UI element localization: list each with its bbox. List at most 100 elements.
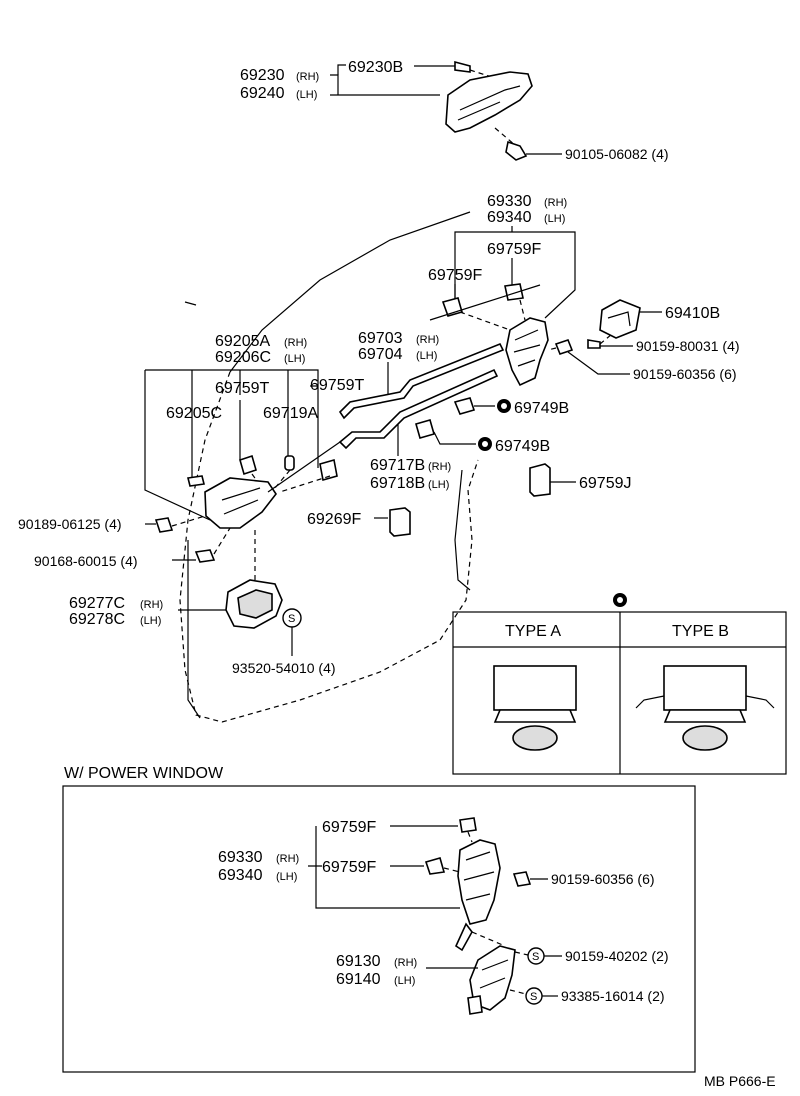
- screw-90168: [194, 549, 216, 563]
- pw-s-marker-lower-label: S: [530, 991, 537, 1003]
- outside-handle-group: 69230 (RH) 69240 (LH) 69230B 90105-06082…: [240, 59, 669, 162]
- label-69759F-left: 69759F: [428, 267, 482, 284]
- label-69759F-right: 69759F: [487, 241, 541, 258]
- pw-screw-90159-60356: [512, 871, 532, 887]
- label-69205A-side: (RH): [284, 337, 307, 349]
- label-69240-side: (LH): [296, 89, 317, 101]
- pw-label-69130: 69130: [336, 953, 381, 970]
- pw-door-lock: [457, 839, 501, 925]
- rods-group: 69703 (RH) 69704 (LH) 69717B (RH) 69718B…: [338, 330, 569, 492]
- striker-group: 69410B 90159-80031 (4) 90159-60356 (6): [547, 299, 740, 382]
- label-69230B: 69230B: [348, 59, 403, 76]
- label-69206C: 69206C: [215, 349, 271, 366]
- type-b-clip: [635, 665, 775, 751]
- clip-90189: [154, 517, 174, 533]
- pw-label-69330: 69330: [218, 849, 263, 866]
- rod-69703: [338, 342, 505, 420]
- clip-69749B-lower: [415, 419, 435, 439]
- inside-handle-69205A: [204, 477, 277, 529]
- pw-label-69140: 69140: [336, 971, 381, 988]
- striker-69410B: [599, 299, 641, 339]
- rod-69717B: [338, 368, 499, 450]
- pw-clip-69759F-top: [459, 817, 477, 833]
- screw-69230B: [454, 60, 471, 73]
- label-90105: 90105-06082 (4): [565, 146, 669, 162]
- label-69230: 69230: [240, 67, 285, 84]
- type-table: TYPE A TYPE B: [452, 593, 787, 775]
- screw-90159-80031: [587, 339, 601, 349]
- clip-69759F-right: [504, 283, 524, 301]
- label-93520: 93520-54010 (4): [232, 660, 336, 676]
- label-69205C: 69205C: [166, 405, 222, 422]
- screw-69205C: [187, 475, 205, 487]
- label-69330-side: (RH): [544, 197, 567, 209]
- label-69749B-upper: 69749B: [514, 400, 569, 417]
- inside-handle-group: 69205A (RH) 69206C (LH) 69759T 69759T 69…: [18, 333, 364, 580]
- label-69717B-side: (RH): [428, 461, 451, 473]
- clip-69759J-group: 69759J: [529, 463, 632, 497]
- label-69703: 69703: [358, 330, 403, 347]
- label-69230-side: (RH): [296, 71, 319, 83]
- label-69278C-side: (LH): [140, 615, 161, 627]
- door-outline: [179, 211, 479, 723]
- label-69759J: 69759J: [579, 475, 632, 492]
- pw-label-69140-side: (LH): [394, 975, 415, 987]
- label-69749B-lower: 69749B: [495, 438, 550, 455]
- type-a-header: TYPE A: [505, 623, 561, 640]
- label-69704-side: (LH): [416, 350, 437, 362]
- label-90159-80031: 90159-80031 (4): [636, 338, 740, 354]
- type-b-header: TYPE B: [672, 623, 729, 640]
- label-69718B-side: (LH): [428, 479, 449, 491]
- door-lock-group: 69330 (RH) 69340 (LH) 69759F 69759F: [428, 193, 576, 387]
- label-69240: 69240: [240, 85, 285, 102]
- pw-label-90159-40202: 90159-40202 (2): [565, 948, 669, 964]
- clip-69269F-group: 69269F: [307, 507, 411, 537]
- clip-69759T-left: [239, 454, 257, 476]
- label-69410B: 69410B: [665, 305, 720, 322]
- label-90168: 90168-60015 (4): [34, 553, 138, 569]
- label-90159-60356: 90159-60356 (6): [633, 366, 737, 382]
- bolt-90105: [505, 140, 528, 161]
- clip-69759J: [529, 463, 551, 497]
- label-69717B: 69717B: [370, 457, 425, 474]
- label-69206C-side: (LH): [284, 353, 305, 365]
- label-69269F: 69269F: [307, 511, 361, 528]
- label-69719A: 69719A: [263, 405, 318, 422]
- pw-s-marker-upper-label: S: [532, 951, 539, 963]
- pw-label-69330-side: (RH): [276, 853, 299, 865]
- label-69704: 69704: [358, 346, 403, 363]
- pw-label-93385: 93385-16014 (2): [561, 988, 665, 1004]
- label-69703-side: (RH): [416, 334, 439, 346]
- s-marker-label: S: [288, 613, 295, 625]
- footer-code: MB P666-E: [704, 1073, 776, 1089]
- power-window-title: W/ POWER WINDOW: [64, 765, 224, 782]
- clip-69749B-upper: [453, 397, 476, 415]
- door-lock: [505, 317, 549, 387]
- outside-handle: [445, 71, 533, 133]
- label-90189: 90189-06125 (4): [18, 516, 122, 532]
- label-69340-side: (LH): [544, 213, 565, 225]
- label-69277C-side: (RH): [140, 599, 163, 611]
- clip-69269F: [389, 507, 411, 537]
- label-69718B: 69718B: [370, 475, 425, 492]
- label-69205A: 69205A: [215, 333, 270, 350]
- clip-69719A: [284, 455, 295, 471]
- bezel-group: 69277C (RH) 69278C (LH) S 93520-54010 (4…: [69, 579, 336, 676]
- label-69278C: 69278C: [69, 611, 125, 628]
- screw-90159-60356: [554, 339, 574, 355]
- type-a-clip: [493, 665, 577, 751]
- power-window-section: W/ POWER WINDOW 69759F 69330 (RH) 69340 …: [62, 765, 696, 1073]
- label-69759T-right: 69759T: [310, 377, 364, 394]
- pw-label-69340: 69340: [218, 867, 263, 884]
- leader-69230: [330, 74, 440, 96]
- pw-clip-69759F-mid: [424, 857, 446, 875]
- pw-label-69759F-top: 69759F: [322, 819, 376, 836]
- label-69340: 69340: [487, 209, 532, 226]
- label-69330: 69330: [487, 193, 532, 210]
- label-69759T-left: 69759T: [215, 380, 269, 397]
- pw-label-69130-side: (RH): [394, 957, 417, 969]
- pw-label-69759F-mid: 69759F: [322, 859, 376, 876]
- pw-label-69340-side: (LH): [276, 871, 297, 883]
- pw-label-90159-60356: 90159-60356 (6): [551, 871, 655, 887]
